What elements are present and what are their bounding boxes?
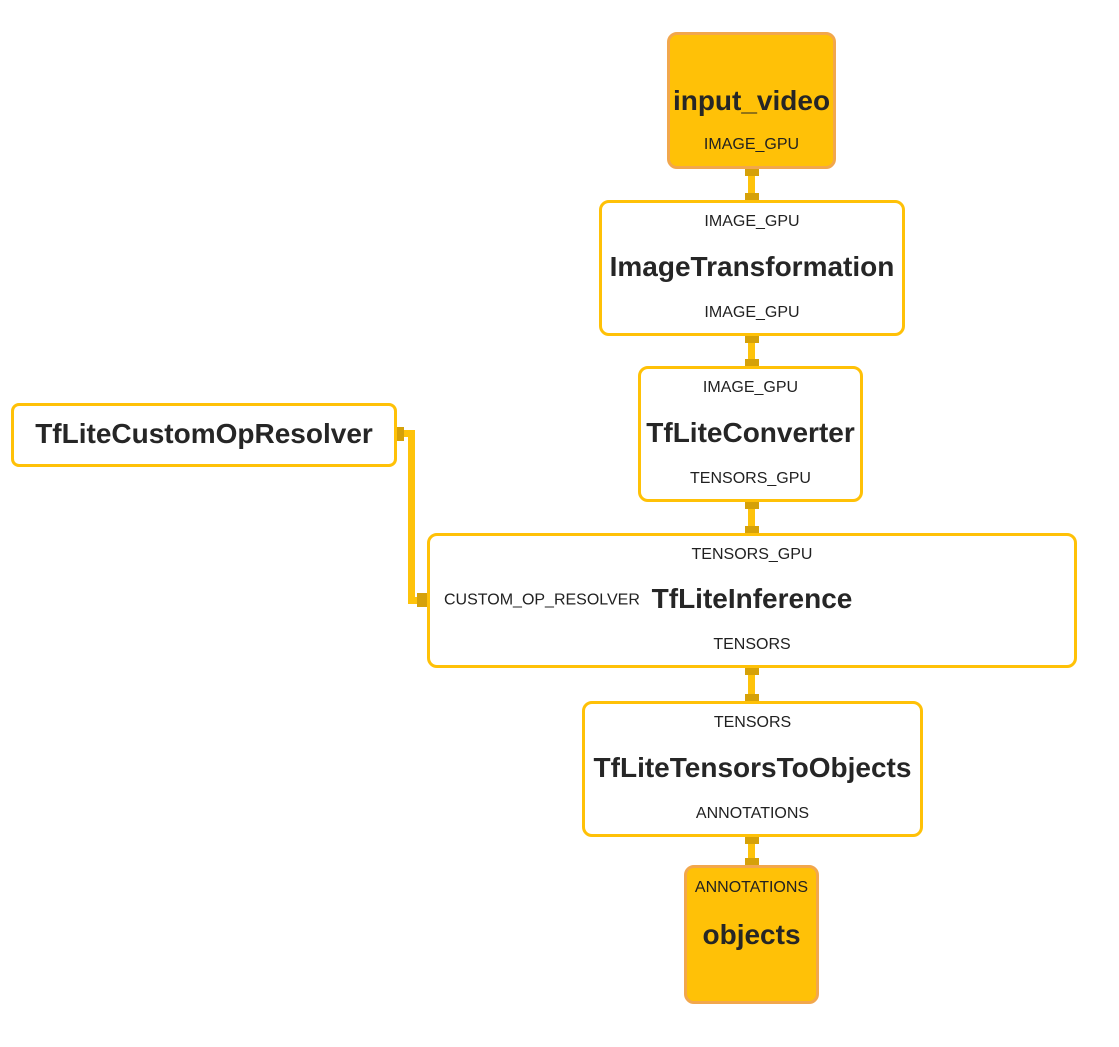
node-title: TfLiteInference [651,583,853,615]
node-input-video[interactable]: input_video IMAGE_GPU [667,32,836,169]
edge-tensors-to-objects-to-objects [748,837,755,865]
node-title: input_video [672,84,831,116]
node-title: TfLiteConverter [646,416,855,448]
node-tflite-inference[interactable]: TENSORS_GPU CUSTOM_OP_RESOLVER TfLiteInf… [427,533,1077,668]
output-port-label: TENSORS [713,635,791,653]
edge-custom-op-resolver-vertical [408,430,415,604]
edge-tflite-inference-to-tensors-to-objects [748,668,755,701]
node-objects[interactable]: ANNOTATIONS objects [684,865,819,1004]
node-tflite-custom-op-resolver[interactable]: TfLiteCustomOpResolver [11,403,397,467]
input-port-label: IMAGE_GPU [704,213,800,230]
output-port-label: IMAGE_GPU [704,303,800,321]
side-input-port-label: CUSTOM_OP_RESOLVER [444,590,640,608]
node-tflite-tensors-to-objects[interactable]: TENSORS TfLiteTensorsToObjects ANNOTATIO… [582,701,923,837]
input-port-label: ANNOTATIONS [694,879,809,896]
node-image-transformation[interactable]: IMAGE_GPU ImageTransformation IMAGE_GPU [599,200,905,336]
input-port-label: TENSORS_GPU [691,546,813,563]
node-title: TfLiteTensorsToObjects [593,751,912,783]
edge-image-transformation-to-tflite-converter [748,336,755,366]
input-port-label: TENSORS [713,714,792,731]
node-middle-row: CUSTOM_OP_RESOLVER TfLiteInference [436,583,1068,615]
output-port-label: ANNOTATIONS [695,804,810,822]
node-tflite-converter[interactable]: IMAGE_GPU TfLiteConverter TENSORS_GPU [638,366,863,502]
node-title: objects [702,918,801,950]
edge-input-video-to-image-transformation [748,169,755,200]
node-title: ImageTransformation [609,250,895,282]
node-title: TfLiteCustomOpResolver [35,417,373,449]
input-port-label: IMAGE_GPU [702,379,799,396]
output-port-label: IMAGE_GPU [703,135,800,153]
edge-custom-op-resolver-horizontal-1 [397,430,415,437]
edge-tflite-converter-to-tflite-inference [748,502,755,533]
output-port-label: TENSORS_GPU [690,469,811,487]
